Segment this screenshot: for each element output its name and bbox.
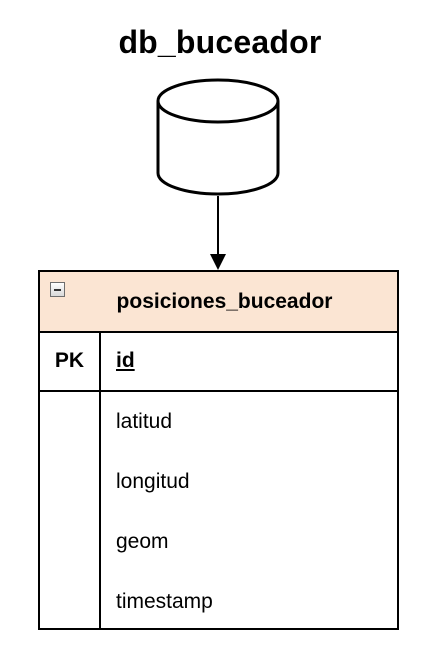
table-entity[interactable]: posiciones_buceador PK id latitud longit… bbox=[38, 270, 399, 630]
table-name: posiciones_buceador bbox=[116, 290, 333, 313]
database-title: db_buceador bbox=[118, 24, 322, 60]
table-header: posiciones_buceador bbox=[40, 272, 397, 333]
primary-key-row: PK id bbox=[40, 331, 397, 392]
field-latitud: latitud bbox=[116, 410, 173, 433]
field-geom: geom bbox=[116, 530, 169, 553]
collapse-toggle-icon[interactable] bbox=[50, 282, 65, 297]
pk-column-divider bbox=[99, 331, 101, 630]
field-timestamp: timestamp bbox=[116, 590, 213, 613]
field-list: latitud longitud geom timestamp bbox=[116, 409, 213, 649]
pk-field-id: id bbox=[116, 349, 135, 372]
field-longitud: longitud bbox=[116, 470, 190, 493]
pk-label: PK bbox=[54, 349, 85, 372]
